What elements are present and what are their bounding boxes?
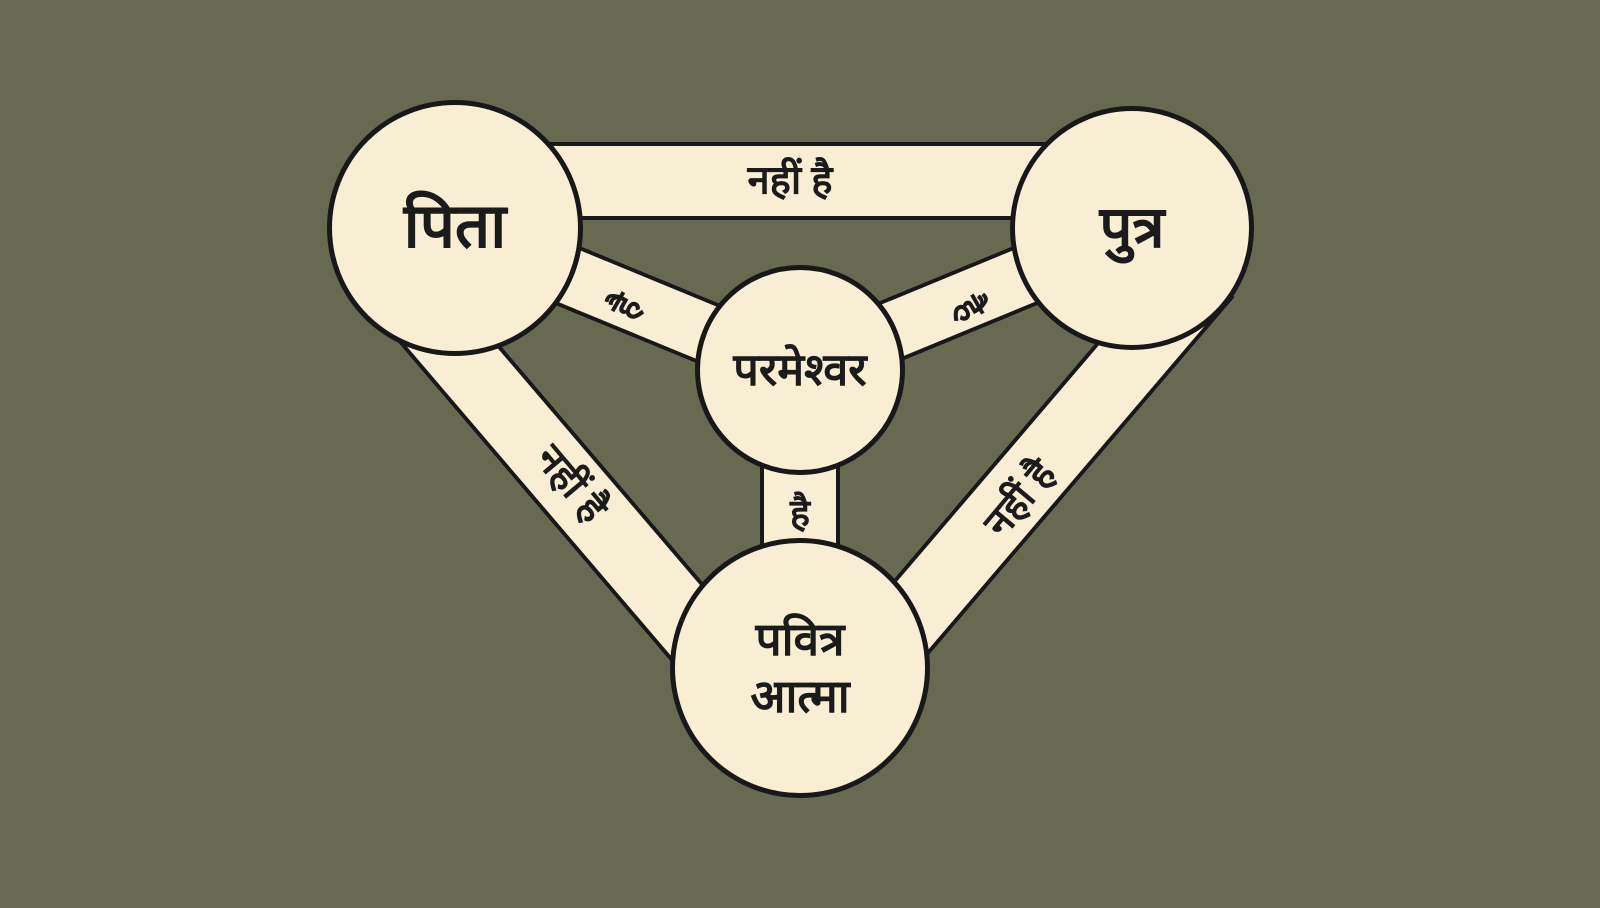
edge-label-holy-spirit-god: है (789, 493, 811, 535)
node-father-label: पिता (403, 193, 507, 262)
node-son-label: पुत्र (1099, 194, 1165, 260)
node-holy-spirit-label: पवित्र आत्मा (750, 613, 850, 723)
edge-label-father-son: नहीं है (747, 157, 833, 203)
node-holy-spirit: पवित्र आत्मा (670, 538, 930, 798)
node-god-label: परमेश्वर (733, 344, 867, 395)
node-father: पिता (327, 100, 583, 356)
node-son: पुत्र (1010, 106, 1254, 350)
node-god: परमेश्वर (695, 265, 905, 475)
